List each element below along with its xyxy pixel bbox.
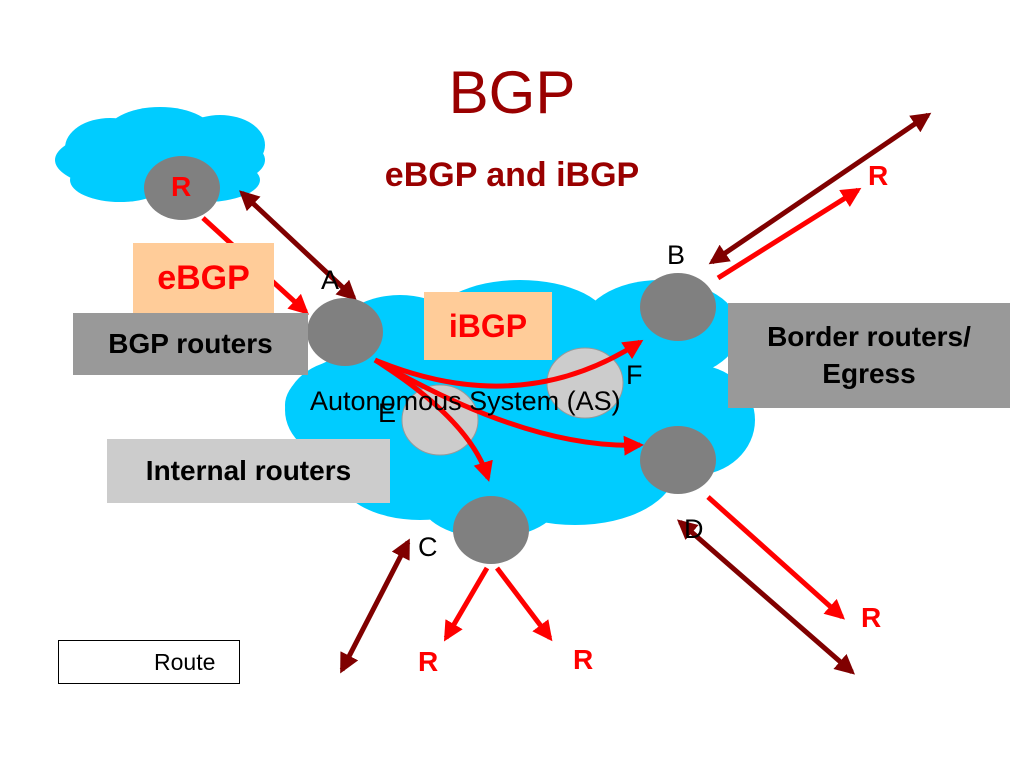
remote-router-r[interactable] [144,156,220,220]
page-subtitle: eBGP and iBGP [384,156,640,194]
route-arrow-c-out-left [443,566,490,642]
router-c[interactable] [453,496,529,564]
route-arrow-c-out-right [495,566,553,642]
border-routers-line1: Border routers/ [767,321,971,353]
ibgp-label-box: iBGP [424,292,552,360]
legend: Route [58,640,240,684]
route-arrow-b-out [716,187,862,281]
border-routers-line2: Egress [822,357,916,389]
session-arrow-c-out [339,538,411,674]
route-label-c-left: R [418,646,439,677]
bgp-routers-box: BGP routers [73,313,308,375]
route-arrow-a-to-c [373,357,493,482]
route-label-b: R [868,160,889,191]
ebgp-label-box: eBGP [133,243,274,313]
router-f-label: F [626,360,643,390]
router-a-label: A [321,265,340,295]
border-routers-box: Border routers/ Egress [728,303,1010,408]
legend-route-label: Route [154,649,216,675]
route-arrow-a-to-d [373,357,644,456]
router-d[interactable] [640,426,716,494]
route-arrow-a-to-b [374,339,644,389]
router-a[interactable] [307,298,383,366]
remote-router-label: R [171,171,192,202]
router-b[interactable] [640,273,716,341]
router-c-label: C [418,532,438,562]
route-label-c-right: R [573,644,594,675]
route-label-d: R [861,602,882,633]
router-e-label: E [378,398,397,428]
route-arrow-d-out [706,495,845,620]
session-arrow-r-a [239,190,357,301]
page-title: BGP [448,59,576,126]
session-arrow-b-out [708,112,932,265]
as-label: Autonomous System (AS) [310,386,621,416]
router-d-label: D [684,514,704,544]
router-b-label: B [667,240,686,270]
internal-routers-box: Internal routers [107,439,390,503]
session-arrow-d-out [676,519,856,675]
